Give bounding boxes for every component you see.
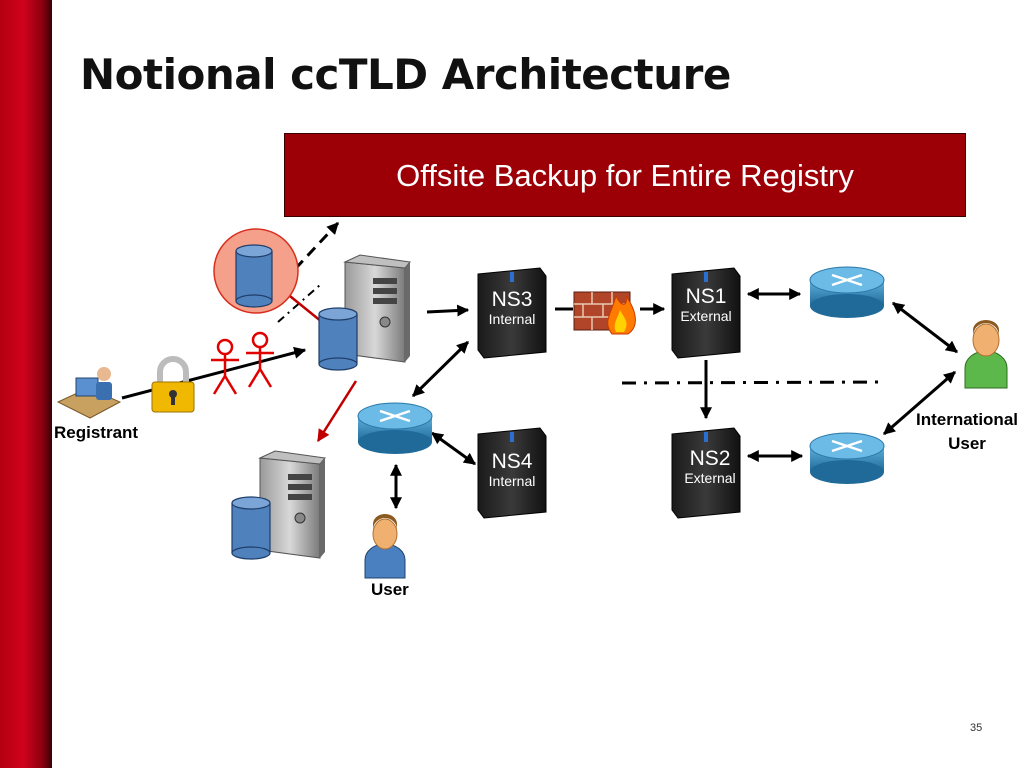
ns1-label: NS1 External bbox=[672, 285, 740, 325]
server-icon-ns3 bbox=[477, 267, 547, 359]
ns1-name: NS1 bbox=[685, 285, 727, 308]
ns2-label: NS2 External bbox=[672, 447, 748, 487]
padlock-icon bbox=[151, 356, 195, 413]
registrant-to-registry-arrow bbox=[121, 346, 307, 400]
server-icon-ns1 bbox=[671, 267, 741, 359]
trust-boundary-line bbox=[621, 380, 886, 385]
ns4-role: Internal bbox=[488, 473, 536, 489]
red-failover-arrow bbox=[316, 380, 358, 443]
international-user-line2: User bbox=[948, 434, 986, 453]
ns3-label: NS3 Internal bbox=[478, 288, 546, 328]
ns3-role: Internal bbox=[488, 311, 536, 327]
server-icon-ns2 bbox=[671, 427, 741, 519]
slide-title: Notional ccTLD Architecture bbox=[80, 50, 731, 99]
person-icon bbox=[364, 514, 406, 579]
registry-to-ns3-arrow bbox=[426, 304, 470, 317]
ns2-name: NS2 bbox=[689, 447, 731, 470]
offsite-backup-arrow bbox=[281, 221, 340, 284]
registrant-label: Registrant bbox=[54, 423, 139, 442]
ns1-role: External bbox=[680, 308, 732, 324]
attacker-icon bbox=[246, 331, 274, 388]
standby-server-icon bbox=[258, 450, 326, 559]
ns4-label: NS4 Internal bbox=[478, 450, 546, 490]
page-number: 35 bbox=[970, 722, 983, 734]
registry-server-icon bbox=[343, 254, 411, 363]
database-icon bbox=[231, 496, 271, 560]
router-icon bbox=[809, 432, 885, 484]
backup-database-group bbox=[213, 228, 299, 314]
user-label: User bbox=[371, 580, 409, 599]
router-icon bbox=[357, 402, 433, 454]
router-intl-user-arrow-top bbox=[892, 301, 958, 354]
server-icon-ns4 bbox=[477, 427, 547, 519]
ns2-role: External bbox=[684, 470, 736, 486]
ns4-name: NS4 bbox=[491, 450, 533, 473]
slide-sidebar bbox=[0, 0, 52, 768]
router-intl-user-arrow-bottom bbox=[883, 370, 956, 436]
database-icon bbox=[318, 307, 358, 371]
registrant-icon bbox=[56, 367, 122, 419]
international-user-label: International User bbox=[906, 408, 1024, 456]
router-icon bbox=[809, 266, 885, 318]
router-ns3-arrow bbox=[411, 340, 470, 398]
person-icon bbox=[964, 320, 1008, 389]
attacker-icon bbox=[211, 338, 239, 395]
firewall-icon bbox=[573, 291, 636, 335]
offsite-backup-banner: Offsite Backup for Entire Registry bbox=[284, 133, 966, 217]
offsite-backup-label: Offsite Backup for Entire Registry bbox=[396, 158, 854, 193]
ns3-name: NS3 bbox=[491, 288, 533, 311]
international-user-line1: International bbox=[915, 410, 1018, 429]
router-ns4-arrow bbox=[431, 431, 476, 466]
database-icon bbox=[235, 244, 273, 308]
